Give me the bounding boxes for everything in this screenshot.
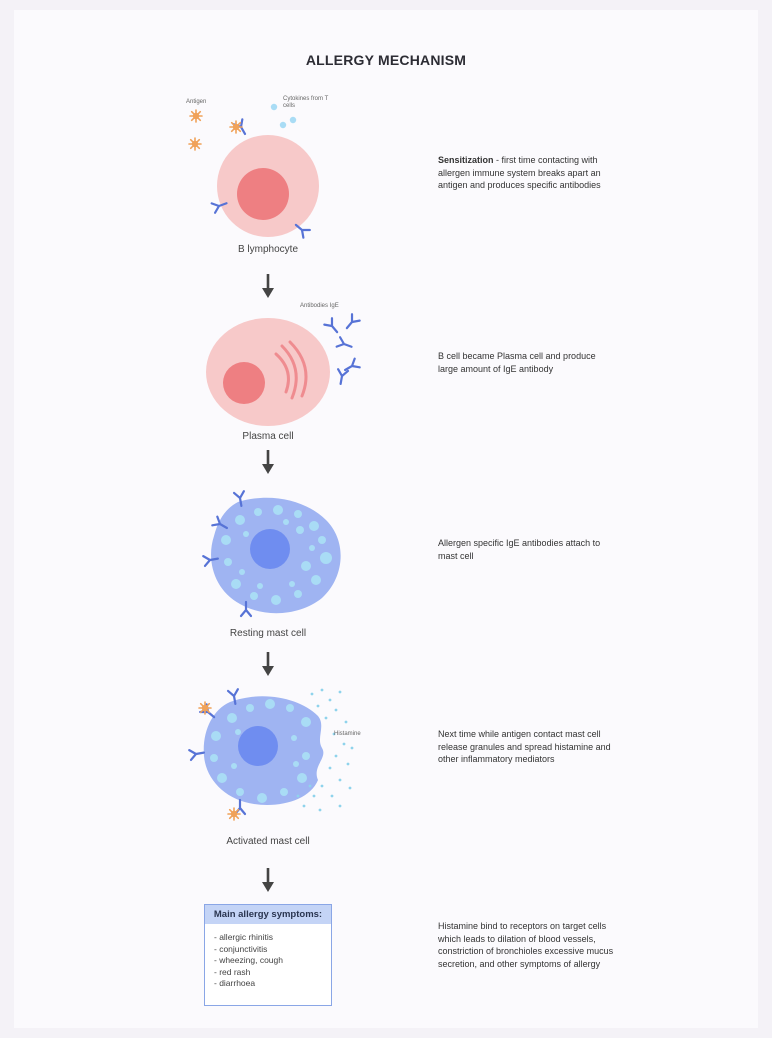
activated-mast-cell — [188, 688, 324, 821]
description-text: Next time while antigen contact mast cel… — [438, 729, 611, 764]
symptom-item: - wheezing, cough — [214, 955, 283, 965]
symptoms-title: Main allergy symptoms: — [205, 905, 331, 924]
stage-description-activated: Next time while antigen contact mast cel… — [438, 728, 618, 766]
description-text: Allergen specific IgE antibodies attach … — [438, 538, 601, 561]
stage-description-symptoms: Histamine bind to receptors on target ce… — [438, 921, 614, 969]
page-title: ALLERGY MECHANISM — [305, 52, 467, 68]
description-text: B cell became Plasma cell and produce la… — [438, 351, 596, 374]
antibody-icon — [341, 313, 361, 333]
cytokines-label: Cytokines from T cells — [283, 96, 329, 109]
cell-label-resting-mast-cell: Resting mast cell — [229, 628, 307, 639]
antigen-icon — [229, 120, 243, 134]
description-text: - first time contacting with allergen im… — [438, 155, 601, 190]
b-lymphocyte-cell — [210, 118, 319, 239]
antigen-icons — [188, 109, 243, 151]
cell-label-plasma-cell: Plasma cell — [242, 431, 294, 442]
antigen-icon — [227, 807, 241, 821]
symptom-item: - allergic rhinitis — [214, 932, 274, 942]
stage-description-plasma: B cell became Plasma cell and produce la… — [438, 350, 618, 375]
antibody-icon — [323, 317, 343, 337]
symptoms-box: Main allergy symptoms: - allergic rhinit… — [204, 904, 332, 1006]
arrow-2 — [260, 448, 276, 476]
antigen-label: Antigen — [186, 99, 207, 105]
symptoms-list: - allergic rhinitis - conjunctivitis - w… — [205, 924, 331, 990]
stage-description-sensitization: Sensitization - first time contacting wi… — [438, 154, 618, 192]
diagram-sheet — [14, 10, 758, 1028]
symptom-item: - red rash — [214, 966, 251, 977]
antigen-icon — [198, 701, 212, 715]
histamine-label: Histamine — [334, 731, 361, 737]
antibodies-label: Antibodies IgE — [300, 303, 339, 309]
antigen-icon — [188, 137, 202, 151]
plasma-cell — [206, 313, 361, 426]
arrow-3 — [260, 650, 276, 678]
description-lead: Sensitization — [438, 155, 494, 165]
antibody-icon — [188, 746, 206, 762]
histamine-dots — [296, 688, 354, 812]
cell-label-activated-mast-cell: Activated mast cell — [226, 836, 310, 847]
cell-label-b-lymphocyte: B lymphocyte — [237, 244, 299, 255]
arrow-1 — [260, 272, 276, 300]
antigen-icon — [189, 109, 203, 123]
symptom-item: - diarrhoea — [214, 978, 256, 988]
symptom-item: - conjunctivitis — [214, 943, 268, 954]
antibody-icon — [335, 336, 355, 353]
resting-mast-cell — [202, 490, 341, 618]
stage-description-resting: Allergen specific IgE antibodies attach … — [438, 537, 618, 562]
antibody-icon — [334, 368, 350, 386]
cytokine-dots — [270, 103, 297, 129]
arrow-4 — [260, 866, 276, 894]
